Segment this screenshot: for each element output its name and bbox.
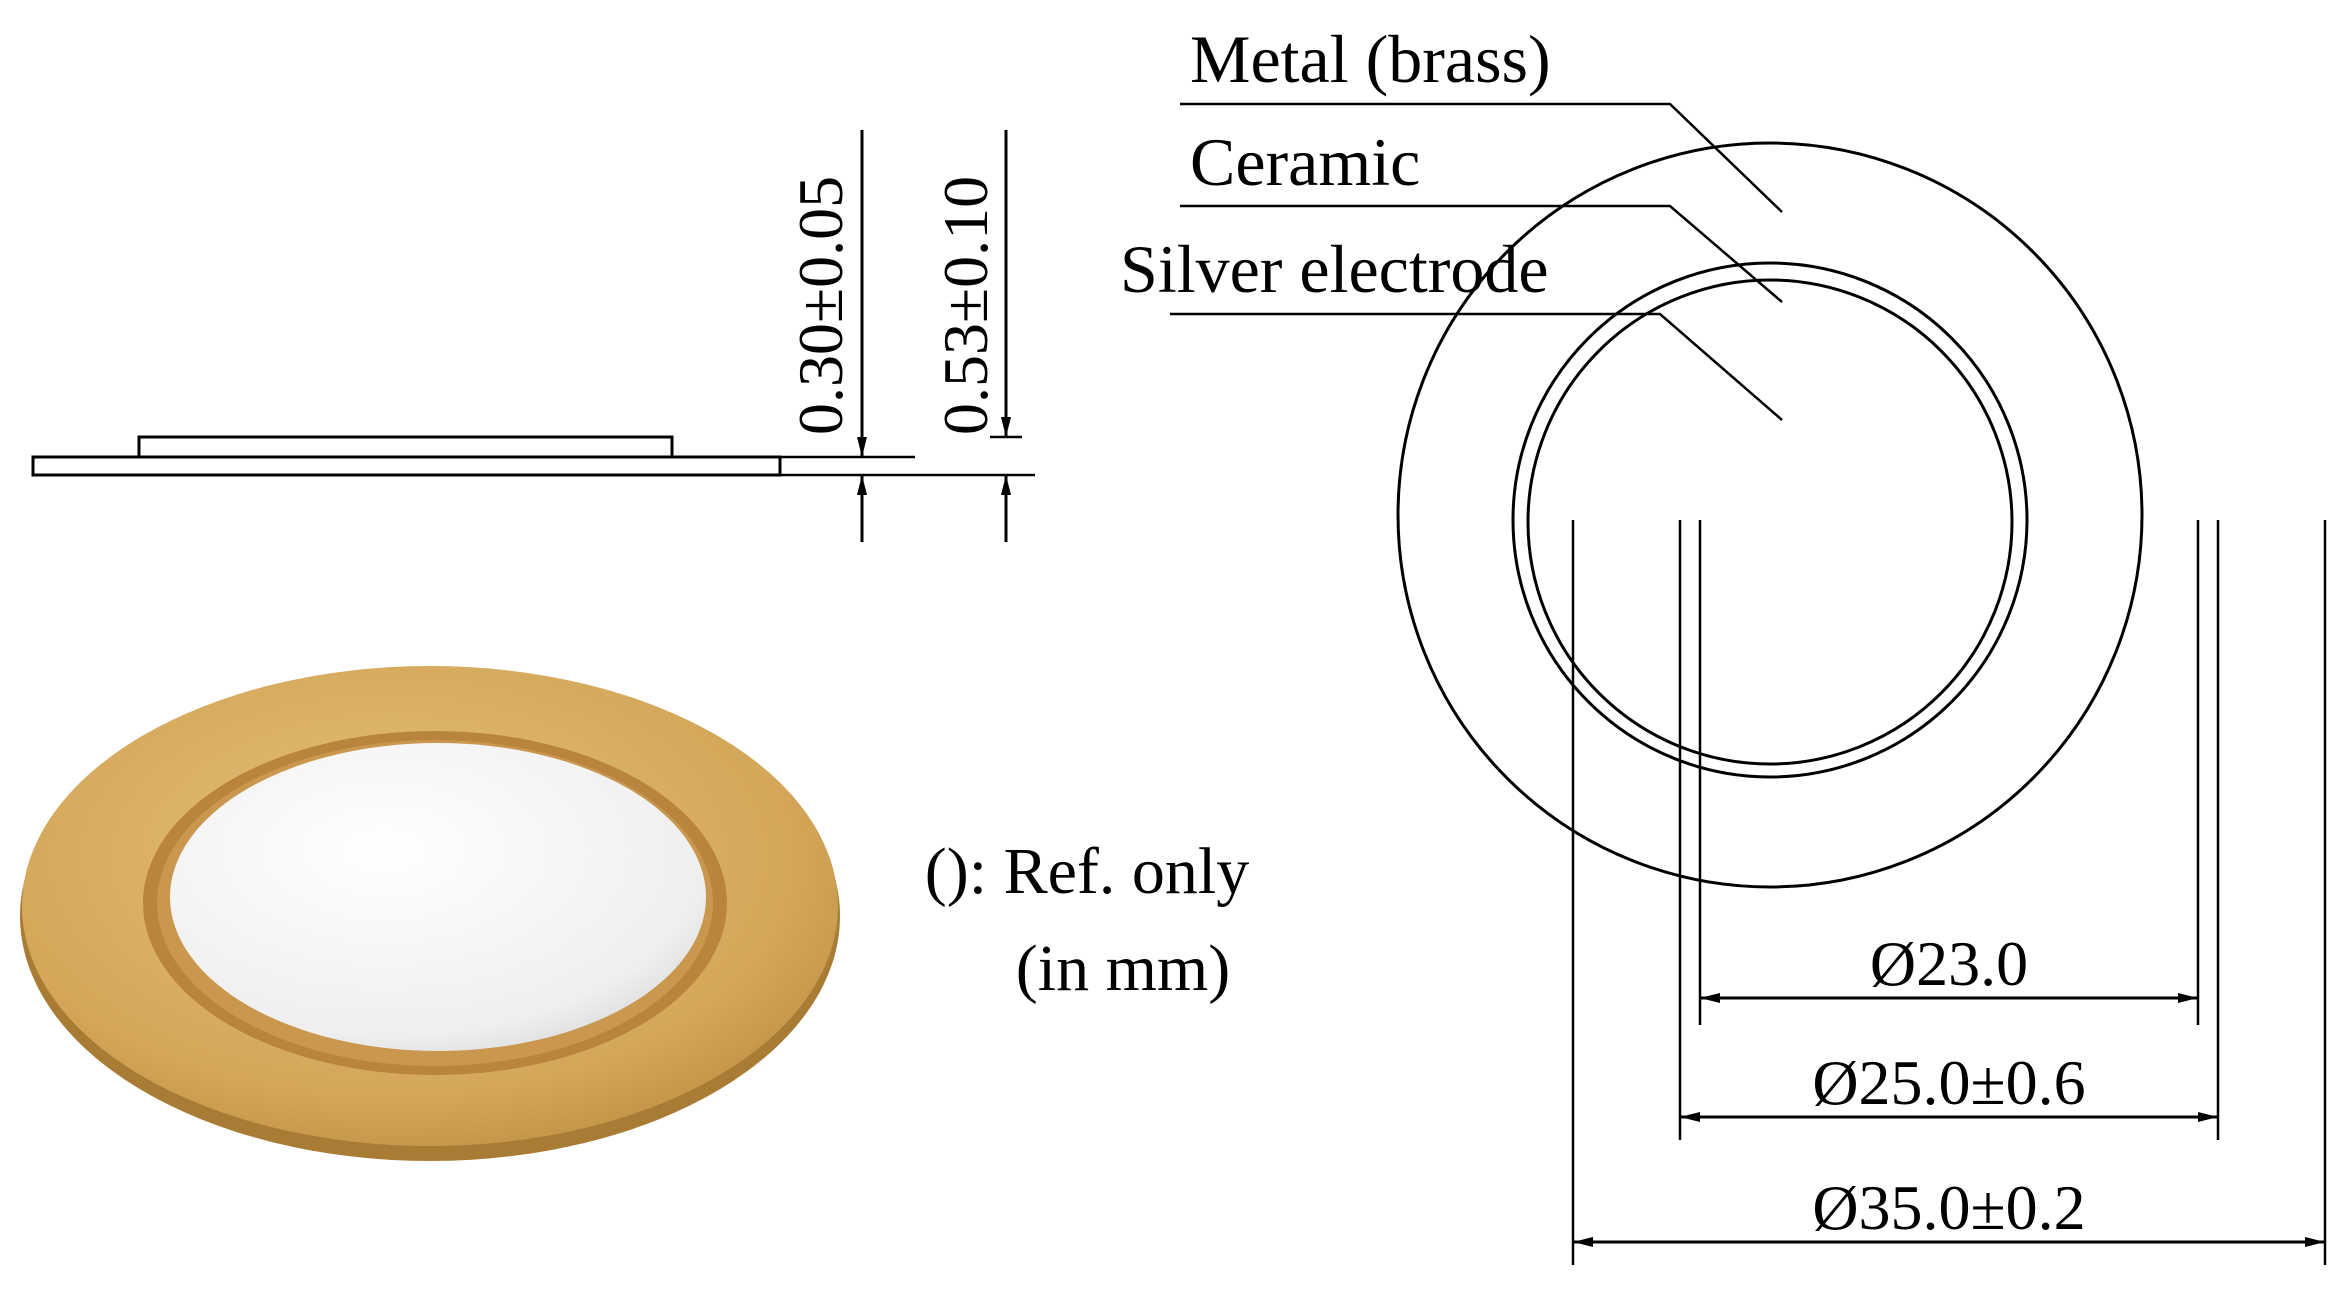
disc-illustration [20, 666, 840, 1161]
leader-metal [1180, 102, 1783, 213]
thickness-total-label: 0.53±0.10 [930, 176, 1001, 435]
dim-metal-label: Ø35.0±0.2 [1812, 1172, 2085, 1243]
label-ceramic: Ceramic [1190, 124, 1420, 200]
dim-electrode-label: Ø23.0 [1870, 928, 2028, 999]
label-electrode: Silver electrode [1120, 231, 1549, 307]
electrode-circle [1526, 278, 2014, 766]
metal-circle [1396, 141, 2144, 889]
top-view: Metal (brass) Ceramic Silver electrode Ø… [1120, 21, 2327, 1265]
note-ref-only: (): Ref. only [925, 835, 1249, 908]
label-metal: Metal (brass) [1190, 21, 1551, 97]
thickness-ceramic-label: 0.30±0.05 [785, 176, 856, 435]
leader-ceramic [1180, 204, 1783, 303]
leader-electrode [1170, 312, 1783, 421]
brass-plate-side [31, 455, 782, 477]
side-view: 0.30±0.05 0.53±0.10 [31, 130, 1035, 542]
ceramic-layer-side [137, 435, 674, 459]
note-units: (in mm) [1016, 932, 1230, 1005]
ceramic-circle [1511, 261, 2029, 779]
note: (): Ref. only (in mm) [925, 835, 1249, 1005]
silver-electrode [170, 743, 706, 1051]
dim-ceramic-label: Ø25.0±0.6 [1812, 1047, 2085, 1118]
